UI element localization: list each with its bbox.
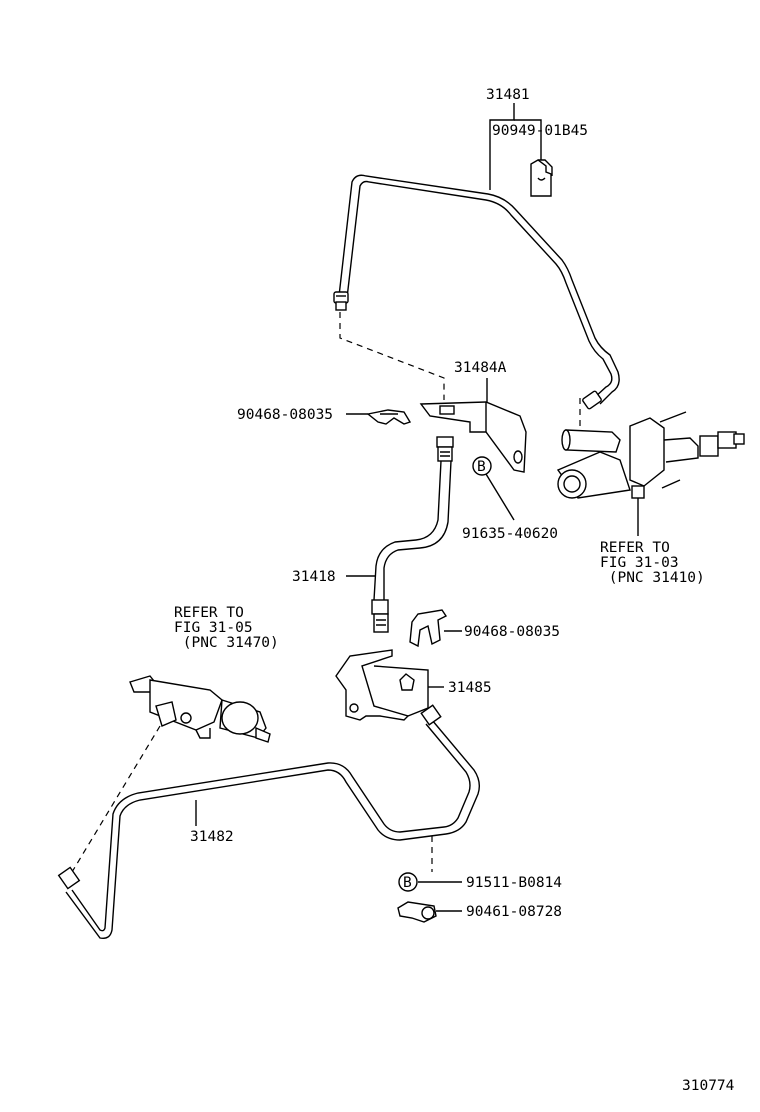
label-90461-08728: 90461-08728 [466,904,562,920]
clamp-90949-01b45[interactable] [530,159,553,197]
label-31481: 31481 [486,87,530,103]
marker-b-label-1: B [477,459,486,475]
ref-release-line-3: (PNC 31470) [174,635,279,651]
figure-id: 310774 [682,1078,735,1094]
label-90468-08035-b: 90468-08035 [464,624,560,640]
bracket-31484a[interactable] [419,401,527,473]
label-31418: 31418 [292,569,336,585]
ref-release-line-2: FIG 31-05 [174,620,253,636]
label-91511-b0814: 91511-B0814 [466,875,562,891]
label-91635-40620: 91635-40620 [462,526,558,542]
label-31485: 31485 [448,680,492,696]
bolt-91511-b0814-marker [398,872,418,892]
marker-b-label-2: B [403,875,412,891]
clutch-tube-31482[interactable] [57,704,481,940]
clutch-release-cylinder[interactable] [129,675,271,743]
bolt-91635-40620-marker [472,456,492,476]
bracket-31485[interactable] [335,649,429,721]
label-31482: 31482 [190,829,234,845]
flexible-hose-31418[interactable] [371,436,454,633]
ref-master-line-1: REFER TO [600,540,670,556]
ref-master-line-3: (PNC 31410) [600,570,705,586]
label-31484a: 31484A [454,360,507,376]
clutch-master-cylinder[interactable] [556,411,745,499]
clip-90468-08035-lower[interactable] [409,609,448,648]
label-90949-01b45: 90949-01B45 [492,123,588,139]
label-90468-08035-a: 90468-08035 [237,407,333,423]
ref-release-line-1: REFER TO [174,605,244,621]
clip-90468-08035-upper[interactable] [366,409,412,425]
clutch-tube-31481[interactable] [333,174,620,410]
ref-master-line-2: FIG 31-03 [600,555,679,571]
clamp-90461-08728[interactable] [397,901,437,923]
